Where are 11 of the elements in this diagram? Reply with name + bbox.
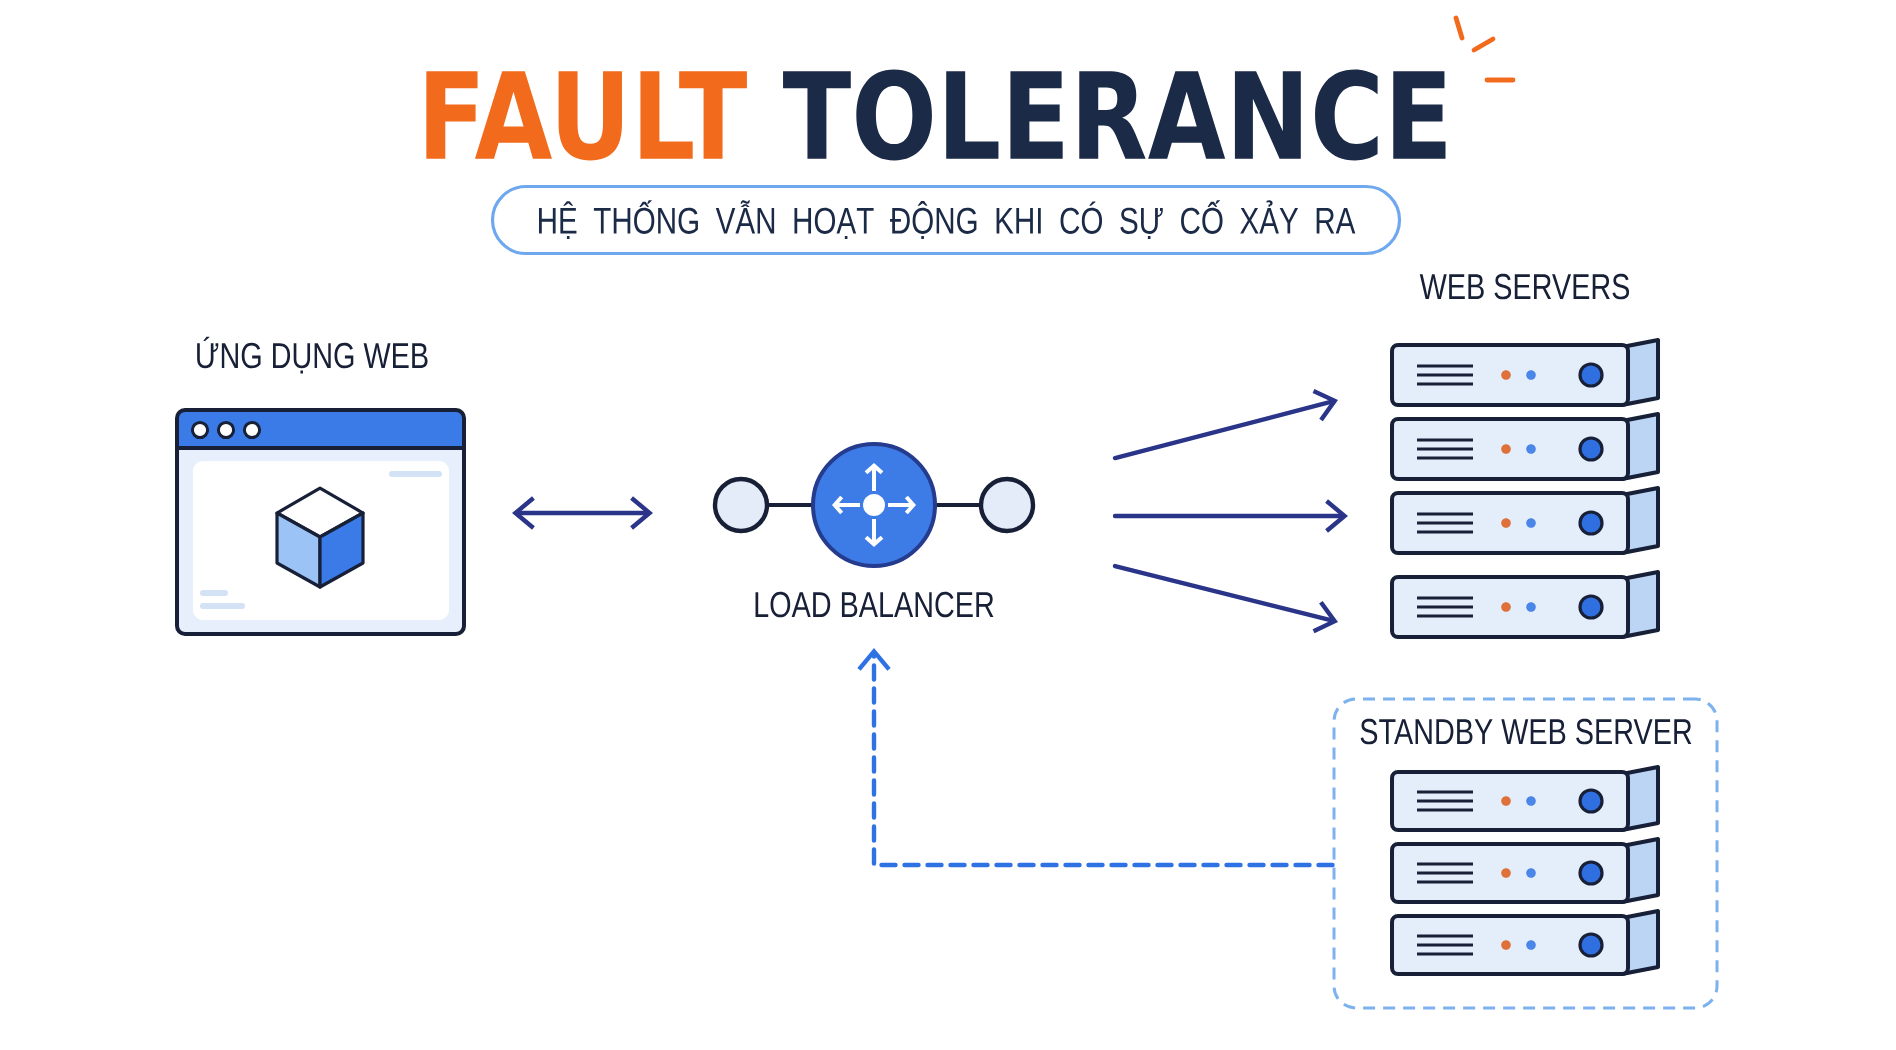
- node-label: STANDBY WEB SERVER: [1360, 718, 1692, 745]
- arrow: [1112, 499, 1348, 533]
- node-label: ỨNG DỤNG WEB: [197, 336, 428, 374]
- subtitle-pill: HỆ THỐNG VẪN HOẠT ĐỘNG KHI CÓ SỰ CỐ XẢY RA: [490, 184, 1402, 256]
- double-arrow: [512, 496, 653, 530]
- node-label: WEB SERVERS: [1419, 273, 1630, 300]
- arrow: [1112, 563, 1338, 634]
- dashed-arrow: [857, 648, 1335, 868]
- title: FAULT TOLERANCE: [426, 69, 1446, 161]
- node-label: LOAD BALANCER: [755, 591, 994, 618]
- arrow: [1112, 388, 1338, 461]
